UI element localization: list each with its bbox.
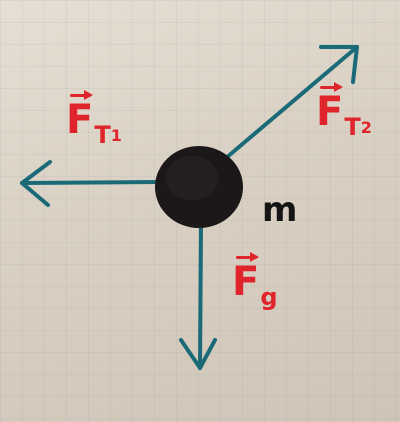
force-subscript: g	[260, 283, 278, 311]
force-symbol: F	[66, 90, 94, 143]
tension-force-1-arrow	[20, 160, 160, 207]
force-symbol: F	[316, 82, 344, 135]
force-subscript: T	[344, 113, 361, 141]
mass-label: m	[262, 190, 298, 230]
force-symbol: F	[232, 252, 260, 305]
force-sub-subscript: 1	[110, 126, 122, 145]
gravity-force-label: Fg	[232, 252, 278, 311]
force-subscript: T	[94, 121, 111, 149]
tension-force-2-label: FT2	[316, 82, 372, 141]
gravity-force-arrow	[179, 223, 217, 370]
force-sub-subscript: 2	[360, 118, 372, 137]
mass-body	[155, 146, 243, 228]
tension-force-2-arrow	[224, 45, 359, 160]
tension-force-1-label: FT1	[66, 90, 122, 149]
mass-highlight	[166, 156, 218, 200]
